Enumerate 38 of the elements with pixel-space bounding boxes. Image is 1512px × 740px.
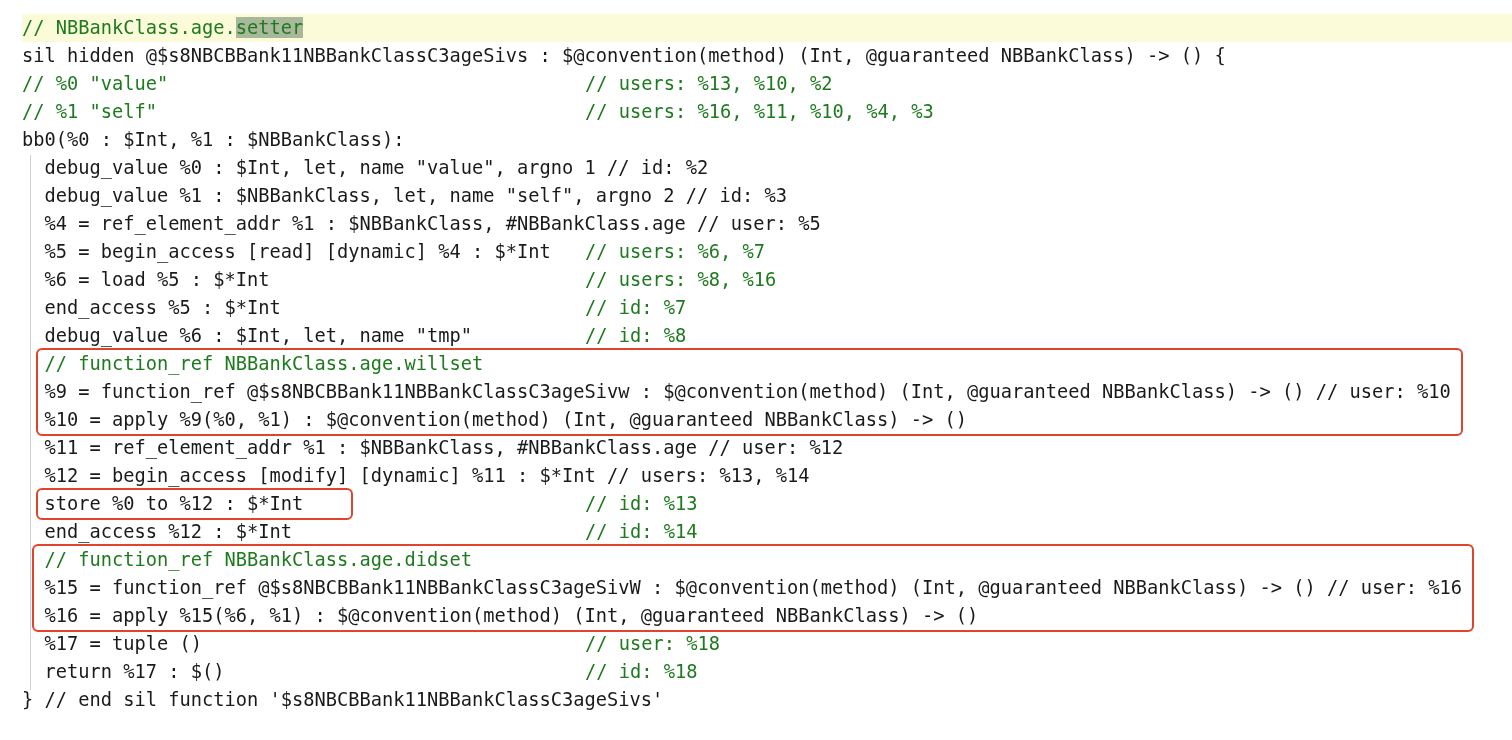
code-line: %6 = load %5 : $*Int [44,268,270,292]
code-line: debug_value %6 : $Int, let, name "tmp" [44,324,473,349]
code-line: %4 = ref_element_addr %1 : $NBBankClass, #NBBankClass.age // user: %5 [44,212,821,237]
code-line: return %17 : $() [44,660,225,684]
code-line: %9 = function_ref @$s8NBCBBank11NBBankClassC3ageSivw : $@convention(method) (Int, @guaranteed NBBankClass) -> () // user: %10 [44,380,1451,405]
code-comment: // id: %7 [585,296,687,320]
code-line: %15 = function_ref @$s8NBCBBank11NBBankClassC3ageSivW : $@convention(method) (Int, @guaranteed NBBankClass) -> () // user: %16 [44,576,1463,601]
code-line: } // end sil function '$s8NBCBBank11NBBankClassC3ageSivs' [22,688,664,712]
code-line: %11 = ref_element_addr %1 : $NBBankClass, #NBBankClass.age // user: %12 [44,436,844,461]
code-comment: // function_ref NBBankClass.age.willset [44,352,485,377]
code-comment: // id: %8 [585,324,687,348]
code-comment: // NBBankClass.age.setter [22,14,1512,42]
code-comment: // function_ref NBBankClass.age.didset [44,548,474,573]
code-line: end_access %5 : $*Int [44,296,281,321]
code-line: sil hidden @$s8NBCBBank11NBBankClassC3ageSivs : $@convention(method) (Int, @guaranteed NBBankClass) -> () { [22,44,1226,68]
code-comment: // users: %8, %16 [585,268,777,292]
code-comment: // %0 "value" [22,72,169,96]
highlight-box [32,544,1475,632]
code-line: end_access %12 : $*Int [44,520,293,545]
code-line: bb0(%0 : $Int, %1 : $NBBankClass): [22,128,405,152]
code-line: debug_value %0 : $Int, let, name "value", argno 1 // id: %2 [44,156,709,181]
highlight-box [36,348,1463,436]
code-line: debug_value %1 : $NBBankClass, let, name "self", argno 2 // id: %3 [44,184,788,209]
code-comment: // %1 "self" [22,100,157,124]
code-line: %12 = begin_access [modify] [dynamic] %11 : $*Int // users: %13, %14 [44,464,810,489]
code-line: %16 = apply %15(%6, %1) : $@convention(method) (Int, @guaranteed NBBankClass) -> () [44,604,980,628]
code-comment: // users: %6, %7 [585,240,765,264]
code-line: %17 = tuple () [44,632,203,656]
code-line: %5 = begin_access [read] [dynamic] %4 : $*Int [44,240,551,265]
highlight-box [36,488,354,520]
code-line: %10 = apply %9(%0, %1) : $@convention(method) (Int, @guaranteed NBBankClass) -> () [44,408,969,432]
code-comment: // id: %13 [585,492,698,516]
code-comment: // id: %18 [585,660,698,684]
code-comment: // id: %14 [585,520,698,544]
code-comment: // users: %16, %11, %10, %4, %3 [585,100,934,124]
code-line: store %0 to %12 : $*Int [44,492,304,516]
code-comment: // user: %18 [585,632,720,656]
code-comment: // users: %13, %10, %2 [585,72,833,96]
